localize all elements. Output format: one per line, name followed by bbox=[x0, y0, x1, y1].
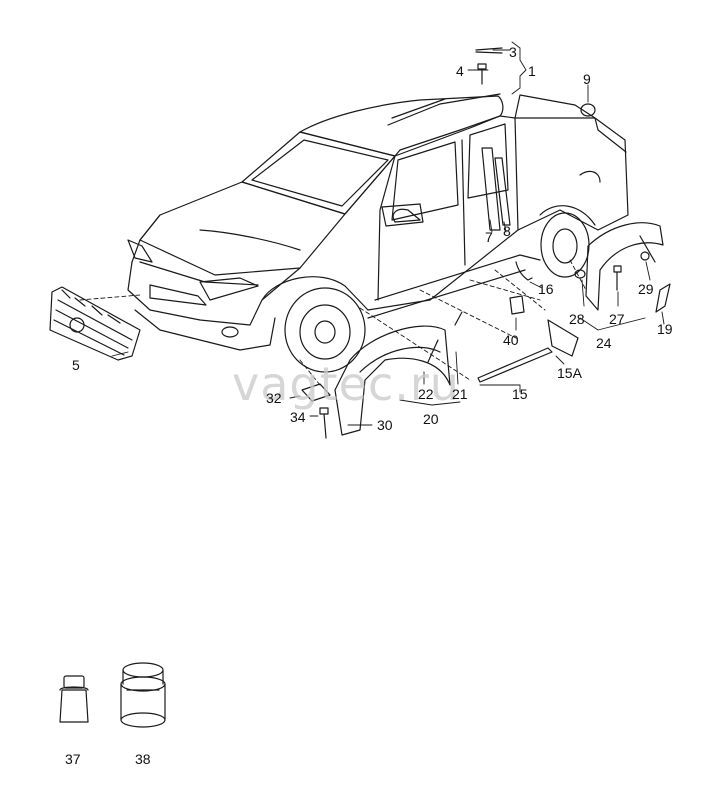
callout-9: 9 bbox=[583, 71, 591, 87]
callout-15: 15 bbox=[512, 386, 528, 402]
leader-lines bbox=[79, 41, 665, 426]
grille-part bbox=[49, 286, 141, 361]
callout-7: 7 bbox=[485, 229, 493, 245]
callout-29: 29 bbox=[638, 281, 654, 297]
adhesive-can-large bbox=[120, 662, 166, 728]
callout-3: 3 bbox=[509, 44, 517, 60]
small-parts bbox=[301, 47, 671, 439]
callout-32: 32 bbox=[266, 390, 282, 406]
callout-34: 34 bbox=[290, 409, 306, 425]
callout-19: 19 bbox=[657, 321, 673, 337]
callout-37: 37 bbox=[65, 751, 81, 767]
callout-20: 20 bbox=[423, 411, 439, 427]
adhesive-bottle-small bbox=[59, 675, 89, 723]
sill-trim-part bbox=[477, 319, 579, 383]
rear-fender-flare-part bbox=[585, 222, 664, 311]
callout-40: 40 bbox=[503, 332, 519, 348]
callout-38: 38 bbox=[135, 751, 151, 767]
callout-1: 1 bbox=[528, 63, 536, 79]
callout-16: 16 bbox=[538, 281, 554, 297]
callout-22: 22 bbox=[418, 386, 434, 402]
callout-21: 21 bbox=[452, 386, 468, 402]
callout-5: 5 bbox=[72, 357, 80, 373]
callout-24: 24 bbox=[596, 335, 612, 351]
callout-4: 4 bbox=[456, 63, 464, 79]
callout-30: 30 bbox=[377, 417, 393, 433]
callout-15A: 15A bbox=[557, 365, 582, 381]
callout-27: 27 bbox=[609, 311, 625, 327]
callout-8: 8 bbox=[503, 223, 511, 239]
callout-28: 28 bbox=[569, 311, 585, 327]
watermark-text: vagtec.ru bbox=[232, 357, 460, 411]
pickup-truck-illustration bbox=[127, 93, 629, 373]
